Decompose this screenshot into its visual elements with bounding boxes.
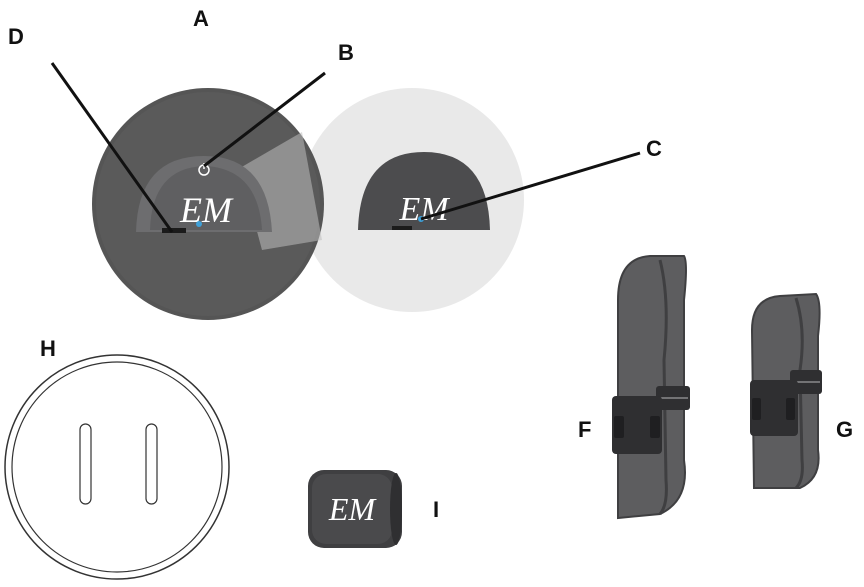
callout-label-i: I: [433, 497, 439, 522]
strap-long-buckle-clip-right: [650, 416, 660, 438]
mount-disc-slot-left: [79, 423, 92, 505]
strap-long-buckle-clip: [614, 416, 624, 438]
strap-long: [612, 255, 690, 520]
callout-label-c: C: [646, 136, 662, 161]
callout-label-b: B: [338, 40, 354, 65]
cap-pod-face: [312, 474, 392, 544]
device-view-light: EM: [300, 88, 524, 312]
cap-pod-rim: [390, 473, 402, 545]
callout-label-d: D: [8, 24, 24, 49]
device-dark-brand-mark: EM: [179, 190, 234, 230]
mount-disc-slot-right: [145, 423, 158, 505]
leader-line-d: [50, 62, 174, 233]
device-view-dark: EM: [92, 88, 324, 320]
strap-short: [750, 292, 822, 490]
strap-short-buckle-clip-right: [786, 398, 795, 420]
callout-label-g: G: [836, 417, 853, 442]
device-light-charge-port: [392, 226, 412, 230]
strap-short-buckle-clip: [752, 398, 761, 420]
strap-short-buckle: [750, 380, 798, 436]
device-light-pod: [358, 152, 490, 230]
callout-label-f: F: [578, 417, 591, 442]
leader-line-c: [420, 151, 641, 221]
device-dark-charge-port: [162, 228, 186, 233]
mount-disc-inner-ring: [11, 361, 223, 573]
device-light-brand-mark: EM: [398, 191, 450, 228]
mount-disc: [4, 354, 230, 580]
cap-brand-mark: EM: [328, 491, 378, 527]
strap-long-edge: [658, 259, 668, 515]
strap-long-buckle: [612, 396, 662, 454]
device-dark-indicator-led: [196, 221, 202, 227]
callout-label-a: A: [193, 6, 209, 31]
leader-line-b: [203, 71, 326, 168]
callout-label-h: H: [40, 336, 56, 361]
device-dark-pod-shade: [150, 166, 262, 230]
cap-pod: EM: [308, 470, 402, 548]
